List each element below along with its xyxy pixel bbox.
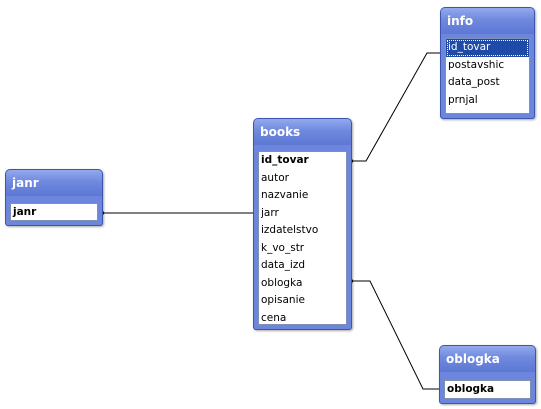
field-books-cena[interactable]: cena [261,311,287,324]
field-books-k-vo-str[interactable]: k_vo_str [261,241,305,254]
table-janr-title: janr [6,170,102,196]
field-oblogka-oblogka[interactable]: oblogka [447,383,495,395]
field-books-oblogka[interactable]: oblogka [261,276,303,289]
field-books-opisanie[interactable]: opisanie [261,294,305,306]
table-books[interactable]: books id_tovar autor nazvanie jarr izdat… [253,118,352,330]
table-info-title: info [441,8,534,34]
table-books-title: books [254,119,351,145]
table-oblogka-field-list[interactable]: oblogka [444,380,531,399]
field-books-nazvanie[interactable]: nazvanie [261,189,309,201]
table-books-field-list[interactable]: id_tovar autor nazvanie jarr izdatelstvo… [258,151,347,325]
field-info-data-post[interactable]: data_post [448,76,500,88]
field-books-data-izd[interactable]: data_izd [261,259,305,271]
field-books-autor[interactable]: autor [261,171,289,184]
table-janr-field-list[interactable]: janr [10,203,98,221]
relation-line-books-info[interactable] [351,52,446,162]
table-info-field-list[interactable]: id_tovar postavshic data_post prnjal [445,38,530,114]
table-oblogka[interactable]: oblogka oblogka [439,345,536,404]
field-books-izdatelstvo[interactable]: izdatelstvo [261,224,319,236]
table-info[interactable]: info id_tovar postavshic data_post prnja… [440,7,535,119]
field-info-postavshic[interactable]: postavshic [448,58,505,71]
table-janr[interactable]: janr janr [5,169,103,226]
field-info-prnjal[interactable]: prnjal [448,93,478,106]
field-books-id-tovar[interactable]: id_tovar [261,154,309,166]
field-info-id-tovar[interactable]: id_tovar [446,39,529,57]
field-janr-janr[interactable]: janr [13,206,37,218]
relation-line-books-oblogka[interactable] [351,280,446,390]
field-books-jarr[interactable]: jarr [261,206,279,219]
table-oblogka-title: oblogka [440,346,535,372]
